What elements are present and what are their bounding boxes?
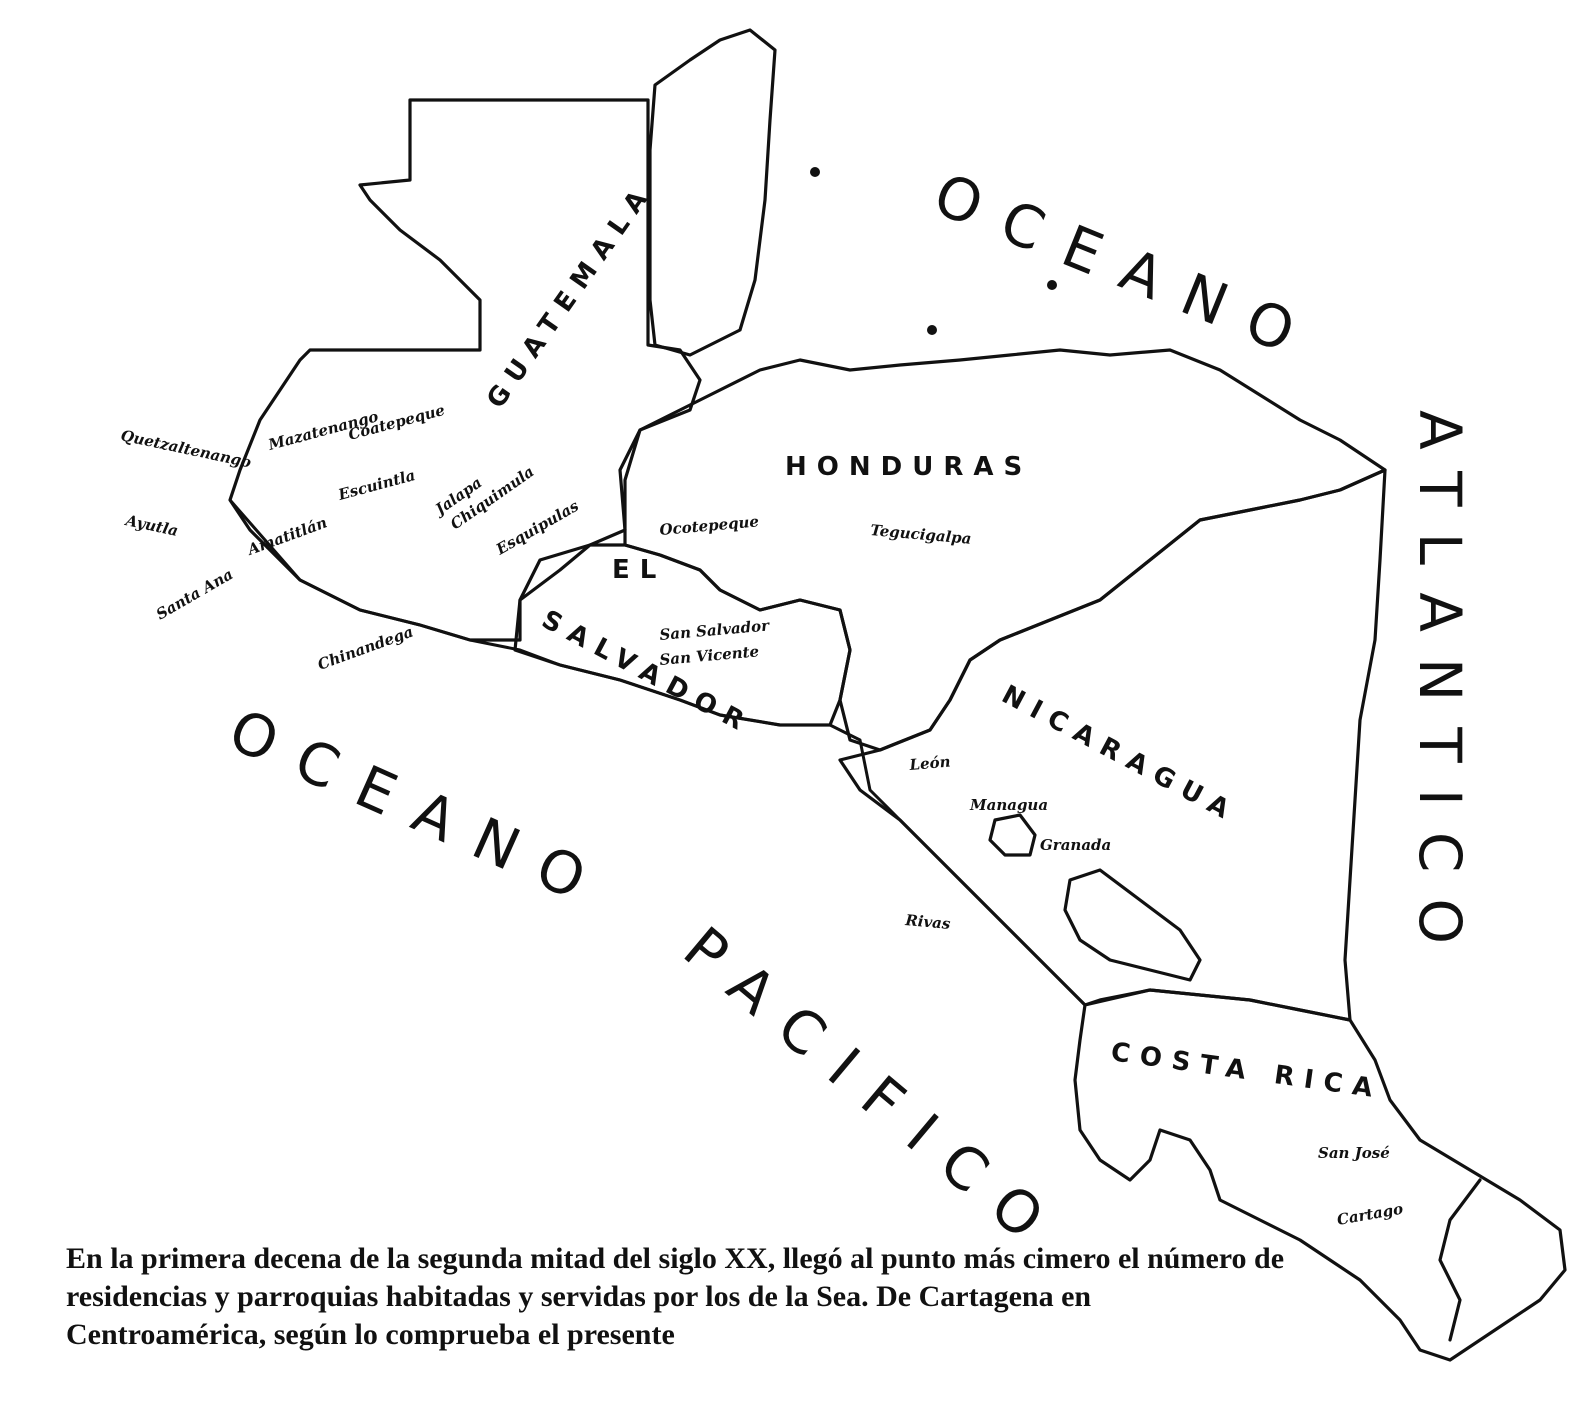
el-salvador-label-1: EL (612, 555, 666, 585)
costa-rica-panama-border (1438, 1178, 1482, 1342)
atlantic-label-1: OCEANO (925, 160, 1328, 376)
costa-rica-border (1073, 988, 1567, 1362)
pacific-label-2: PACIFICO (671, 914, 1076, 1270)
place-chinandega: Chinandega (315, 623, 415, 674)
pacific-coastline (228, 499, 1087, 1007)
place-coatepeque: Coatepeque (346, 401, 446, 444)
place-managua: Managua (969, 796, 1048, 814)
lake-managua (988, 813, 1037, 857)
place-granada: Granada (1040, 836, 1111, 854)
place-esquipulas: Esquipulas (492, 496, 582, 558)
place-cartago: Cartago (1336, 1200, 1405, 1229)
island-marker (927, 325, 937, 335)
belize-border (648, 28, 777, 357)
lake-nicaragua (1063, 868, 1202, 982)
pacific-label-1: OCEANO (219, 696, 619, 924)
place-rivas: Rivas (904, 911, 952, 933)
place-ocotepeque: Ocotepeque (659, 512, 760, 539)
place-escuintla: Escuintla (335, 466, 417, 504)
place-leon: León (908, 752, 951, 774)
map-caption: En la primera decena de la segunda mitad… (66, 1242, 1285, 1351)
honduras-label: HONDURAS (785, 452, 1032, 482)
atlantic-label-2: ATLANTICO (1406, 410, 1474, 970)
place-quetzaltenango: Quetzaltenango (119, 426, 253, 471)
island-marker (810, 167, 820, 177)
place-san-salvador: San Salvador (659, 616, 771, 644)
island-marker (1047, 280, 1057, 290)
place-ayutla: Ayutla (122, 511, 180, 540)
guatemala-label: GUATEMALA (481, 177, 659, 414)
place-san-vicente: San Vicente (659, 642, 760, 669)
place-san-jose: San José (1318, 1144, 1390, 1162)
place-tegucigalpa: Tegucigalpa (870, 521, 973, 548)
place-santa-ana: Santa Ana (153, 565, 236, 623)
costa-rica-label: COSTA RICA (1109, 1037, 1384, 1105)
